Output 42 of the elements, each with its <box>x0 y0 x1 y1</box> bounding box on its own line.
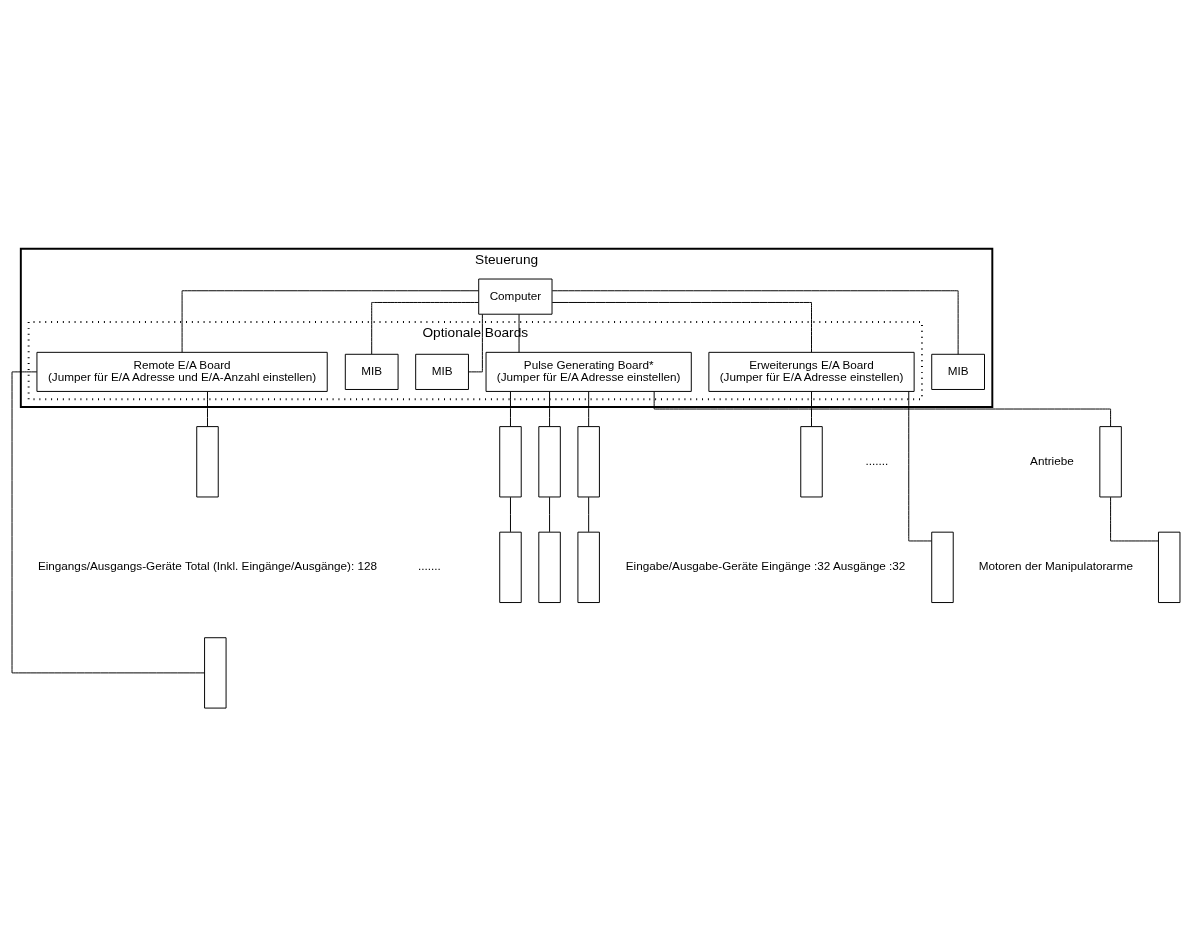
node-bar <box>538 425 561 497</box>
node-bar <box>499 425 522 497</box>
connector <box>549 496 551 532</box>
label: Motoren der Manipulatorarme <box>978 558 1134 572</box>
connector <box>510 390 511 427</box>
node-bar <box>931 531 954 603</box>
node-bar <box>196 425 219 497</box>
node-box: Pulse Generating Board* (Jumper für E/A Adresse einstellen) <box>485 351 692 392</box>
label: Eingangs/Ausgangs-Geräte Total (Inkl. Eingänge/Ausgänge): 128 <box>37 558 378 572</box>
node-box: Computer <box>478 278 553 315</box>
connector <box>518 313 520 353</box>
node-bar <box>1158 531 1181 603</box>
connector <box>588 496 590 532</box>
label: ....... <box>417 558 441 572</box>
label: Eingabe/Ausgabe-Geräte Eingänge :32 Ausgänge :32 <box>625 558 906 572</box>
connector <box>811 390 812 427</box>
node-bar <box>577 531 600 603</box>
label: ....... <box>865 453 889 467</box>
connector <box>510 496 511 532</box>
connector <box>1110 496 1159 541</box>
node-bar <box>1099 425 1122 497</box>
connector <box>551 289 959 355</box>
node-bar <box>499 531 522 603</box>
node-bar <box>800 425 823 497</box>
label: Antriebe <box>1030 453 1074 467</box>
node-bar <box>204 636 227 709</box>
connector <box>551 301 812 353</box>
connector <box>181 289 479 353</box>
connector <box>371 301 479 354</box>
connector <box>11 370 205 673</box>
connector <box>588 390 590 427</box>
node-box: MIB <box>415 353 469 390</box>
connector <box>653 390 1112 427</box>
node-box: Remote E/A Board (Jumper für E/A Adresse und E/A-Anzahl einstellen) <box>36 351 328 392</box>
node-bar <box>577 425 600 497</box>
node-box: Erweiterungs E/A Board (Jumper für E/A Adresse einstellen) <box>708 351 915 392</box>
connector <box>908 390 932 541</box>
node-box: MIB <box>931 353 985 390</box>
connector <box>549 390 551 427</box>
connector <box>207 390 208 427</box>
node-bar <box>538 531 561 603</box>
node-box: MIB <box>344 353 399 390</box>
